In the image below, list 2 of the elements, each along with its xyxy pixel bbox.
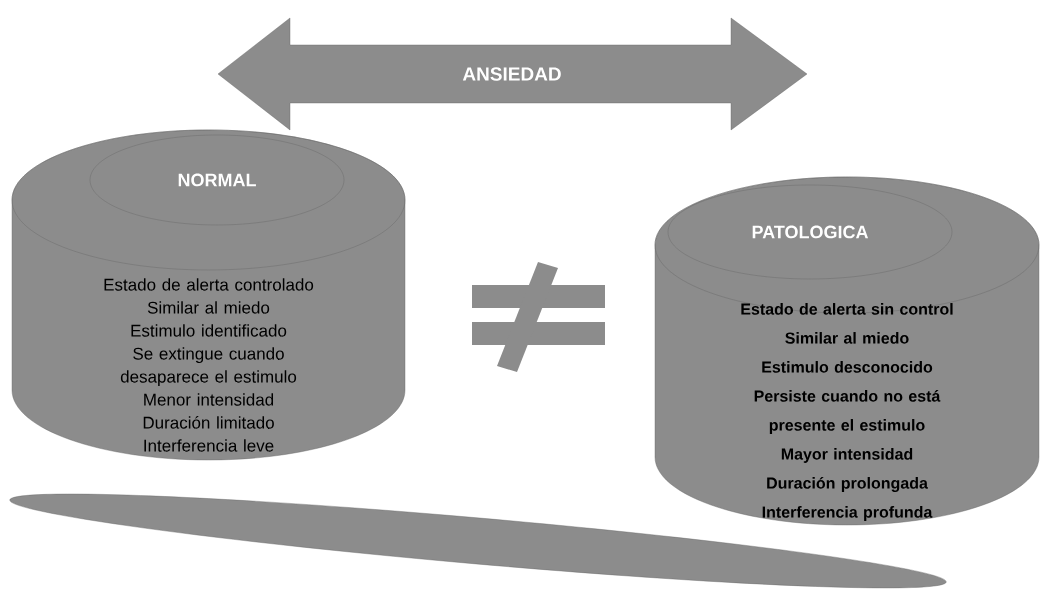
ellipse-heading: PATOLOGICA (667, 184, 953, 280)
ellipse-heading: NORMAL (89, 134, 345, 226)
